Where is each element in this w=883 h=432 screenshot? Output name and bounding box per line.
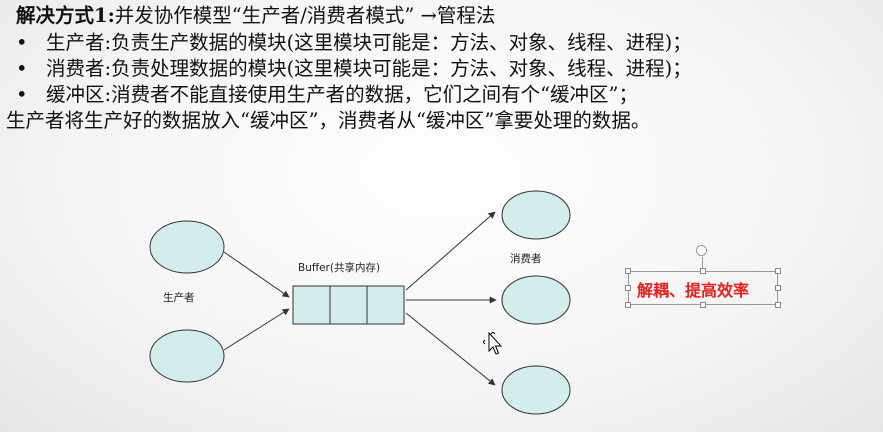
heading-colon: : — [107, 4, 115, 27]
resize-handle-bottom-right[interactable] — [775, 302, 781, 308]
buffer-label: Buffer(共享内存) — [298, 261, 380, 274]
bullet-text: 消费者:负责处理数据的模块(这里模块可能是：方法、对象、线程、进程)； — [46, 57, 692, 80]
annotation-textbox[interactable]: 解耦、提高效率 — [628, 271, 778, 305]
resize-handle-right[interactable] — [775, 285, 781, 291]
footer-line: 生产者将生产好的数据放入“缓冲区”，消费者从“缓冲区”拿要处理的数据。 — [6, 109, 651, 132]
heading-text: 并发协作模型“生产者/消费者模式” →管程法 — [114, 4, 496, 27]
move-cursor-icon — [483, 332, 503, 355]
bullet-marker: • — [16, 83, 28, 106]
consumer-node — [501, 365, 571, 415]
bullet-marker: • — [16, 31, 28, 54]
bullet-text: 生产者:负责生产数据的模块(这里模块可能是：方法、对象、线程、进程)； — [46, 31, 692, 54]
heading-label: 解决方式1 — [16, 4, 108, 27]
buffer-cell — [329, 285, 368, 325]
producer-label: 生产者 — [163, 291, 195, 304]
bullet-text: 缓冲区:消费者不能直接使用生产者的数据，它们之间有个“缓冲区”； — [46, 83, 639, 106]
buffer-box — [292, 285, 405, 325]
resize-handle-top[interactable] — [700, 268, 706, 274]
resize-handle-bottom-left[interactable] — [625, 302, 631, 308]
arrow-producer-to-buffer — [223, 251, 290, 298]
heading-line: 解决方式1:并发协作模型“生产者/消费者模式” →管程法 — [16, 4, 495, 28]
arrow-buffer-to-consumer — [405, 312, 496, 386]
producer-node — [149, 329, 225, 383]
bullet-producer: • 生产者:负责生产数据的模块(这里模块可能是：方法、对象、线程、进程)； — [16, 31, 692, 55]
arrow-producer-to-buffer — [223, 308, 290, 351]
rotate-handle-icon[interactable] — [696, 245, 707, 256]
arrow-buffer-to-consumer — [405, 211, 496, 291]
consumer-label: 消费者 — [510, 252, 542, 265]
resize-handle-left[interactable] — [625, 285, 631, 291]
buffer-cell — [292, 285, 331, 325]
resize-handle-top-left[interactable] — [625, 268, 631, 274]
buffer-cell — [366, 285, 405, 325]
resize-handle-bottom[interactable] — [700, 302, 706, 308]
annotation-text: 解耦、提高效率 — [637, 281, 750, 300]
resize-handle-top-right[interactable] — [775, 268, 781, 274]
rotate-handle-stem — [702, 257, 703, 271]
bullet-buffer: • 缓冲区:消费者不能直接使用生产者的数据，它们之间有个“缓冲区”； — [16, 83, 638, 107]
consumer-node — [501, 275, 571, 325]
consumer-node — [501, 190, 571, 240]
producer-node — [149, 220, 225, 274]
bullet-marker: • — [16, 57, 28, 80]
bullet-consumer: • 消费者:负责处理数据的模块(这里模块可能是：方法、对象、线程、进程)； — [16, 57, 692, 81]
